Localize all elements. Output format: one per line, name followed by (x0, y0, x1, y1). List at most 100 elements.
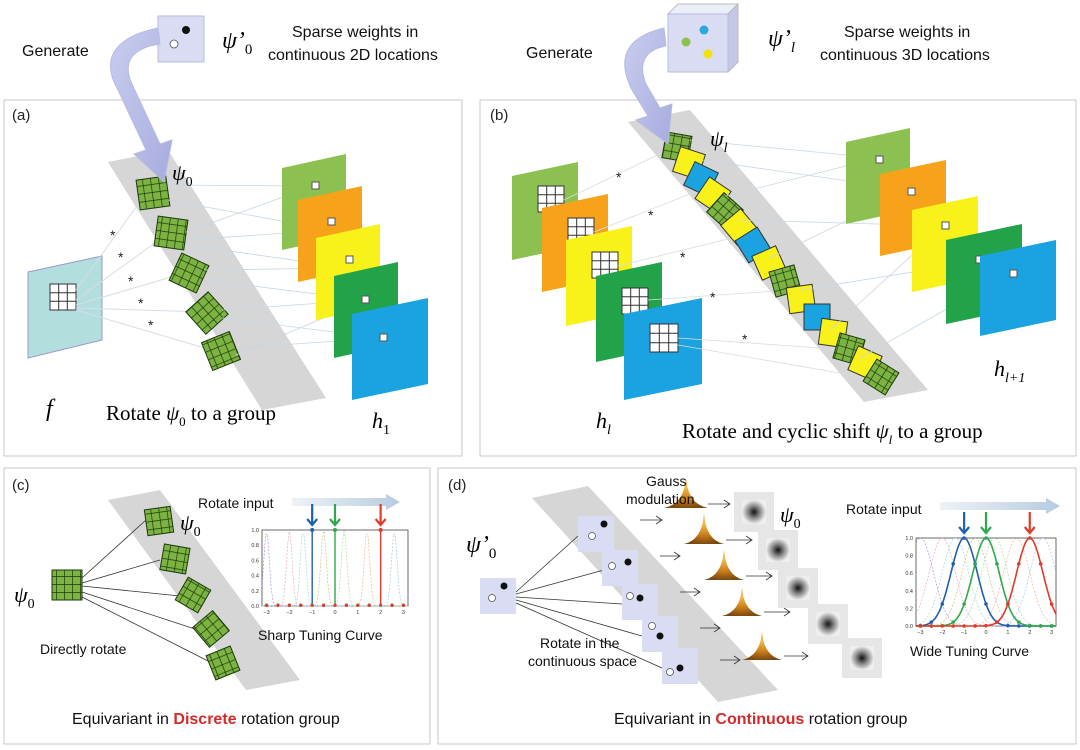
input-stack-hl (512, 162, 702, 400)
generate-arrow-b (624, 27, 673, 145)
rotate-input-arrow (1023, 512, 1036, 535)
svg-text:*: * (616, 169, 622, 185)
rotate-input-arrow (306, 504, 319, 527)
tuning-point (378, 528, 383, 532)
tuning-point (1049, 624, 1054, 628)
tuning-point (973, 562, 977, 566)
tuning-point (1038, 624, 1043, 628)
x-tick-label: 3 (402, 610, 405, 616)
kernel-band (108, 150, 326, 410)
gauss-arrows (640, 499, 809, 665)
tuning-point (940, 602, 945, 606)
tuning-point (299, 603, 303, 607)
tuning-point (940, 624, 945, 628)
tuning-point (310, 528, 315, 532)
tuning-point (962, 624, 966, 628)
background-tuning-curve (916, 537, 1057, 627)
panel-a-letter: (a) (12, 107, 30, 124)
y-tick-label: 0.8 (251, 543, 259, 549)
tuning-point (1017, 562, 1021, 566)
y-tick-label: 0.0 (905, 624, 913, 630)
x-tick-label: −3 (263, 610, 269, 616)
tuning-point (962, 602, 966, 606)
x-tick-label: 2 (1028, 630, 1031, 636)
svg-text:*: * (110, 227, 116, 243)
tuning-point (929, 620, 934, 624)
top-left-header: Generate ψ’0 Sparse weights in continuou… (22, 15, 438, 64)
generate-arrow-a (110, 27, 173, 183)
svg-text:*: * (680, 249, 686, 265)
input-patch (49, 283, 77, 311)
psi-prime-l: ψ’l (768, 26, 795, 56)
chart-frame (915, 537, 1057, 627)
y-tick-label: 0.6 (905, 571, 913, 577)
rotate-input-arrow (374, 504, 387, 527)
tuning-point (401, 603, 406, 607)
rotate-continuous-2: continuous space (528, 653, 637, 669)
x-tick-label: 0 (984, 630, 987, 636)
tuning-point (287, 603, 291, 607)
tuning-point (918, 624, 923, 628)
modulated-kernels (734, 492, 882, 678)
output-map (352, 298, 428, 400)
y-tick-label: 0.2 (251, 589, 259, 595)
svg-text:*: * (128, 273, 134, 289)
kernel-stack-b (661, 131, 900, 396)
rotate-lines-c (81, 519, 211, 663)
desc-2d-line2: continuous 2D locations (268, 47, 438, 64)
kernel-c-4 (205, 645, 241, 681)
tuning-point (264, 603, 269, 607)
psi0-top-c: ψ0 (180, 510, 201, 540)
y-tick-label: 0.0 (251, 604, 259, 610)
x-tick-label: −3 (917, 630, 923, 636)
kernel-2 (168, 252, 210, 294)
kernel-c-0 (143, 505, 175, 537)
desc-2d-line1: Sparse weights in (292, 24, 418, 41)
tuning-point (984, 623, 988, 628)
sparse-weight-dot (182, 26, 190, 34)
wide-tuning-label: Wide Tuning Curve (910, 643, 1029, 659)
tuning-point (1027, 623, 1032, 628)
panel-c: (c) ψ0 ψ0 Directly rotate Rotate input 1… (3, 467, 431, 745)
psi-l-label: ψl (710, 126, 728, 156)
tuning-point (995, 620, 999, 624)
tuning-point (951, 562, 955, 566)
svg-text:*: * (742, 331, 748, 347)
desc-3d-line2: continuous 3D locations (820, 47, 990, 64)
rotate-input-d: Rotate input (846, 501, 922, 517)
x-tick-label: −2 (286, 610, 292, 616)
tuning-point (995, 562, 999, 566)
x-tick-label: 1 (1006, 630, 1009, 636)
kernel-3 (185, 291, 229, 335)
svg-text:*: * (148, 317, 154, 333)
sparse-weight-dot (169, 39, 179, 49)
svg-text:*: * (648, 207, 654, 223)
panel-a: (a) * * * * * (3, 99, 463, 457)
generate-label: Generate (22, 43, 89, 60)
panel-b-letter: (b) (490, 107, 508, 124)
tuning-point (1049, 602, 1054, 606)
panel-b: (b) (479, 99, 1077, 457)
tuning-point (973, 624, 977, 628)
kernel-c-3 (191, 609, 231, 649)
y-tick-label: 0.8 (905, 554, 913, 560)
hl1-label: hl+1 (994, 356, 1025, 386)
psi0-label: ψ0 (172, 160, 193, 190)
tuning-point (1006, 623, 1010, 628)
y-tick-label: 0.4 (905, 589, 913, 595)
tuning-point (984, 602, 988, 606)
source-kernel-c (51, 569, 83, 601)
tuning-point (951, 624, 955, 628)
gauss-label-2: modulation (626, 491, 695, 507)
output-stack-hl1 (846, 128, 1056, 336)
tuning-point (344, 603, 349, 607)
y-tick-label: 0.2 (905, 606, 913, 612)
rotate-lines-d (515, 535, 663, 669)
tuning-point (1017, 620, 1021, 624)
sharp-tuning-label: Sharp Tuning Curve (258, 627, 383, 643)
svg-text:*: * (710, 289, 716, 305)
kernel-0 (135, 175, 171, 211)
f-label: f (46, 396, 56, 422)
psi-prime-0-d: ψ’0 (466, 532, 496, 562)
